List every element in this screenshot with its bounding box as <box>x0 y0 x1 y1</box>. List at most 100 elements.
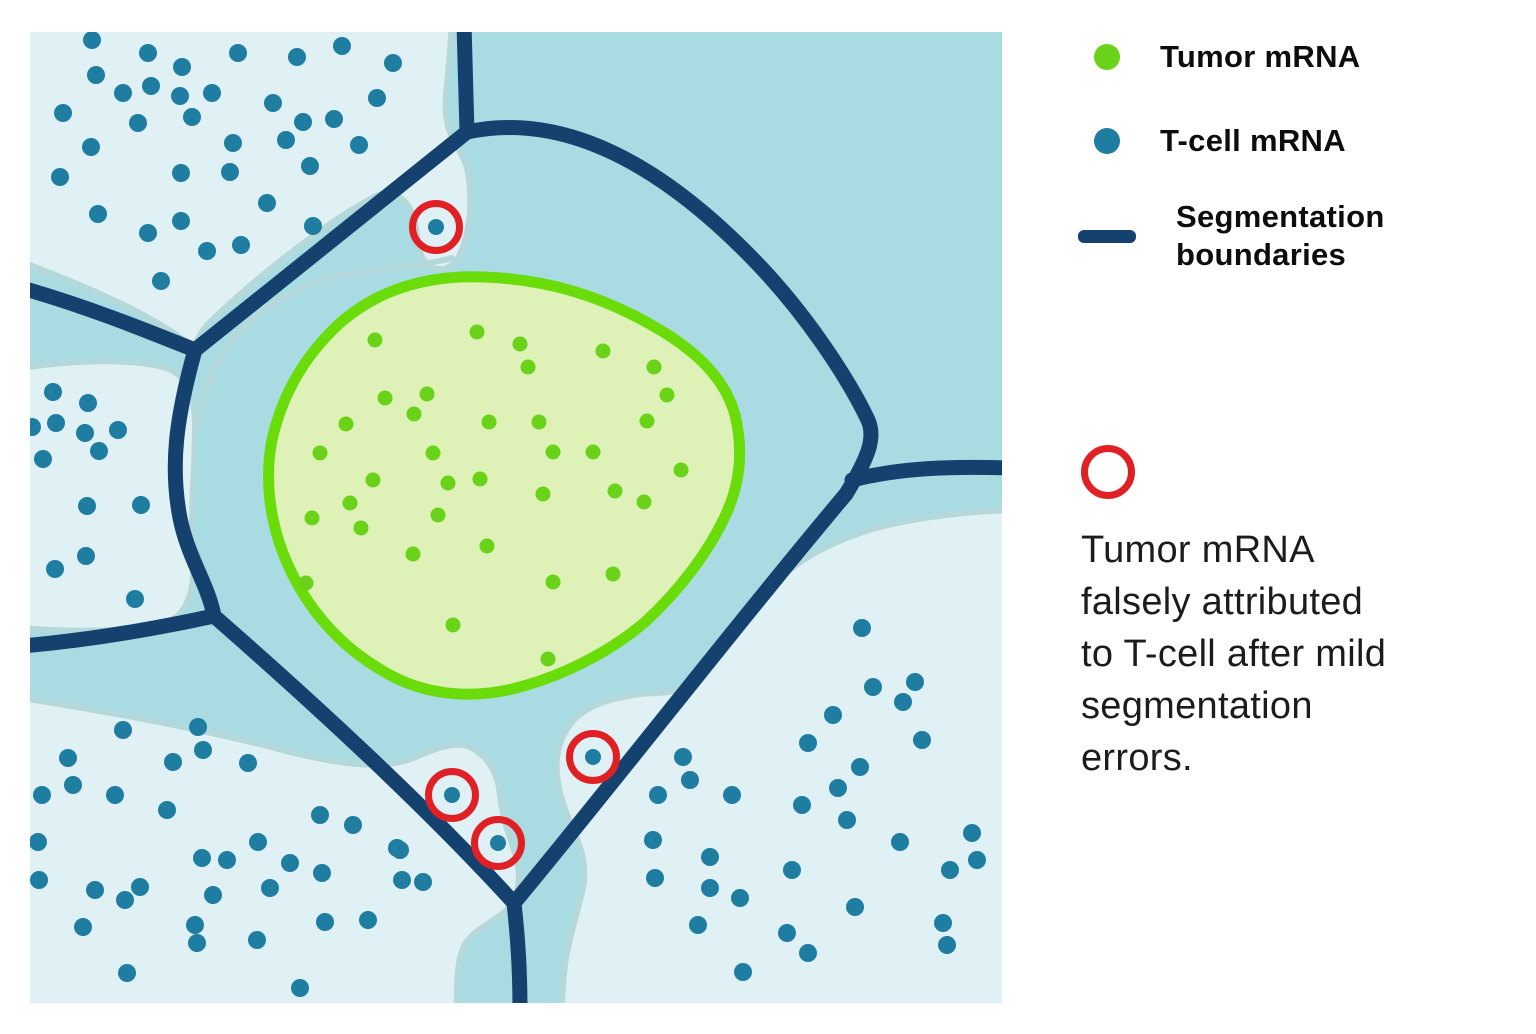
tumor-mrna-dot <box>545 574 561 590</box>
tumor-mrna-dot <box>639 413 655 429</box>
segmentation-boundary-line <box>206 608 522 911</box>
tumor-mrna-dot <box>673 462 689 478</box>
tcell-mrna-dot <box>894 693 912 711</box>
misattributed-mrna-dot <box>490 835 506 851</box>
tcell-mrna-dot <box>793 796 811 814</box>
error-ring-icon <box>425 768 479 822</box>
tcell-mrna-dot <box>829 779 847 797</box>
tcell-mrna-dot <box>109 421 127 439</box>
tcell-mrna-dot <box>799 944 817 962</box>
legend-label-line: Segmentation <box>1176 199 1385 234</box>
tcell-mrna-dot <box>261 879 279 897</box>
segmentation-boundary-line <box>187 124 475 358</box>
tcell-mrna-dot <box>30 833 47 851</box>
tumor-mrna-dot <box>659 387 675 403</box>
tcell-mrna-dot <box>414 873 432 891</box>
tcell-mrna-dot <box>264 94 282 112</box>
tcell-mrna-dot <box>114 84 132 102</box>
tcell-mrna-dot-icon <box>1094 128 1120 154</box>
tcell-mrna-dot <box>30 871 48 889</box>
tcell-mrna-dot <box>232 236 250 254</box>
tcell-mrna-dot <box>644 831 662 849</box>
tcell-mrna-dot <box>853 619 871 637</box>
tumor-mrna-dot <box>377 390 393 406</box>
tcell-mrna-dot <box>76 424 94 442</box>
tcell-mrna-dot <box>304 217 322 235</box>
tcell-mrna-dot <box>172 212 190 230</box>
tcell-mrna-dot <box>87 66 105 84</box>
tcell-mrna-dot <box>359 911 377 929</box>
tcell-mrna-dot <box>30 418 41 436</box>
tumor-mrna-dot <box>440 475 456 491</box>
tcell-mrna-dot <box>701 879 719 897</box>
tcell-mrna-dot <box>172 164 190 182</box>
annotation-line: segmentation <box>1081 685 1313 727</box>
tcell-mrna-dot <box>301 157 319 175</box>
tcell-mrna-dots <box>30 32 986 997</box>
tcell-mrna-dot <box>239 754 257 772</box>
tcell-mrna-dot <box>674 748 692 766</box>
tcell-mrna-dot <box>288 48 306 66</box>
tcell-mrna-dot <box>33 786 51 804</box>
tcell-mrna-dot <box>116 891 134 909</box>
tcell-mrna-dot <box>229 44 247 62</box>
tcell-mrna-dot <box>34 450 52 468</box>
tumor-mrna-dot <box>605 566 621 582</box>
tcell-mrna-dot <box>46 560 64 578</box>
tcell-mrna-dot <box>47 414 65 432</box>
tcell-mrna-dot <box>51 168 69 186</box>
tumor-mrna-dot <box>365 472 381 488</box>
tcell-mrna-dot <box>164 753 182 771</box>
tcell-mrna-dot <box>248 931 266 949</box>
tcell-mrna-dot <box>204 886 222 904</box>
tcell-mrna-dot <box>838 811 856 829</box>
misattributed-mrna-dot <box>444 787 460 803</box>
tcell-mrna-dot <box>731 889 749 907</box>
segmentation-boundaries <box>30 32 1002 1003</box>
tumor-mrna-dot <box>607 483 623 499</box>
tcell-mrna-dot <box>281 854 299 872</box>
tumor-mrna-dot <box>353 520 369 536</box>
tcell-mrna-dot <box>89 205 107 223</box>
tcell-mrna-dot <box>221 163 239 181</box>
tcell-mrna-dot <box>646 869 664 887</box>
tcell-mrna-dot <box>325 110 343 128</box>
tumor-mrna-dot <box>540 651 556 667</box>
tcell-mrna-dot <box>193 849 211 867</box>
tcell-mrna-dot <box>294 113 312 131</box>
tcell-mrna-dot <box>313 864 331 882</box>
tumor-mrna-dot <box>405 546 421 562</box>
tcell-mrna-dot <box>74 918 92 936</box>
diagram-svg <box>30 32 1002 1003</box>
legend-label: T-cell mRNA <box>1160 123 1346 158</box>
tumor-mrna-dot <box>520 359 536 375</box>
error-ring-icon <box>566 730 620 784</box>
tumor-mrna-dot <box>419 386 435 402</box>
tcell-mrna-dot <box>44 383 62 401</box>
tumor-mrna-dot <box>342 495 358 511</box>
segmentation-boundary-line <box>30 608 222 653</box>
tcell-mrna-dot <box>131 878 149 896</box>
tcell-mrna-dot <box>106 786 124 804</box>
tcell-mrna-dot <box>152 272 170 290</box>
tcell-mrna-dot <box>126 590 144 608</box>
tcell-mrna-dot <box>90 442 108 460</box>
tcell-mrna-dot <box>114 721 132 739</box>
tcell-mrna-dot <box>132 496 150 514</box>
tcell-mrna-dot <box>139 44 157 62</box>
tumor-mrna-dot-icon <box>1094 44 1120 70</box>
annotation-line: falsely attributed <box>1081 581 1364 623</box>
tcell-mrna-dot <box>913 731 931 749</box>
tcell-mrna-dot <box>851 758 869 776</box>
true-boundary-faint-line <box>195 255 455 429</box>
tcell-mrna-dot <box>941 861 959 879</box>
tcell-bottom-right <box>553 507 1002 1003</box>
segmentation-boundary-line <box>506 895 528 1003</box>
tcell-mrna-dot <box>938 936 956 954</box>
tcell-mrna-dot <box>384 54 402 72</box>
tcell-mrna-dot <box>649 786 667 804</box>
tcell-mrna-dot <box>963 824 981 842</box>
tcell-mrna-dot <box>258 194 276 212</box>
tcell-mrna-dot <box>864 678 882 696</box>
